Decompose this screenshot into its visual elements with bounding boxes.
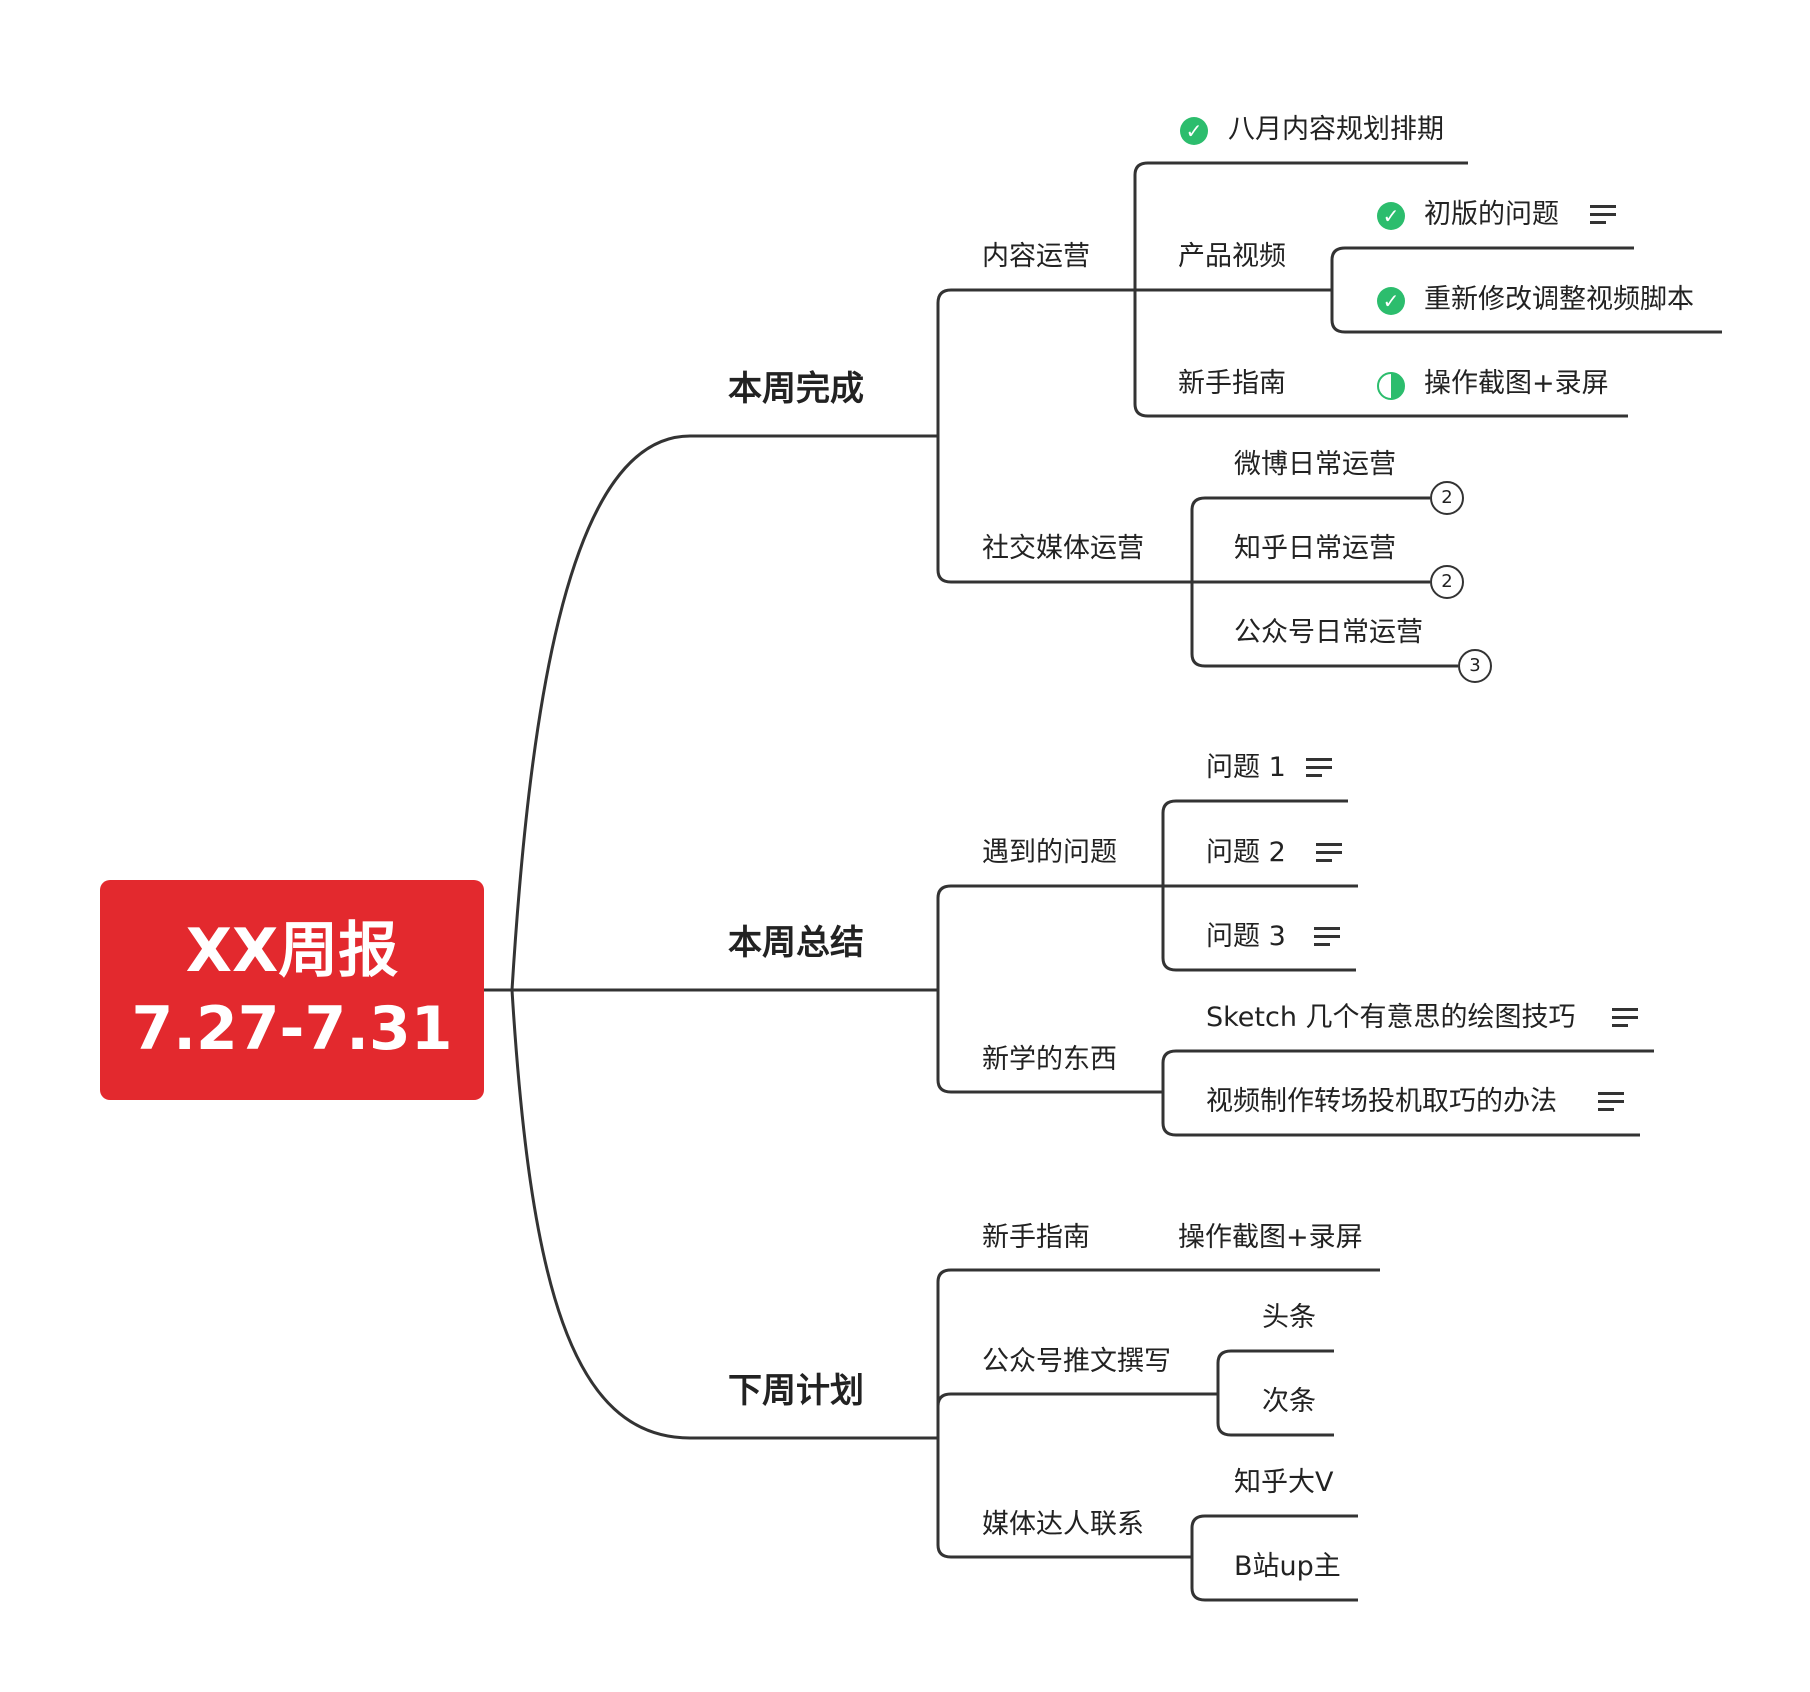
topic-rework-script[interactable]: 重新修改调整视频脚本 — [1424, 284, 1694, 315]
note-lines-icon[interactable] — [1306, 758, 1332, 778]
topic-screenshots[interactable]: 操作截图+录屏 — [1424, 368, 1609, 399]
topic-sketch-tips[interactable]: Sketch 几个有意思的绘图技巧 — [1206, 1002, 1576, 1033]
topic-aug-plan[interactable]: 八月内容规划排期 — [1228, 114, 1444, 145]
count-badge-wechat[interactable]: 3 — [1458, 649, 1492, 683]
root-topic[interactable]: XX周报 7.27-7.31 — [100, 880, 484, 1100]
topic-problem-1[interactable]: 问题 1 — [1206, 752, 1286, 783]
check-circle-icon: ✓ — [1377, 202, 1405, 230]
topic-zhihu-kol[interactable]: 知乎大V — [1234, 1467, 1334, 1498]
note-lines-icon[interactable] — [1612, 1008, 1638, 1028]
topic-wechat[interactable]: 公众号日常运营 — [1234, 617, 1423, 648]
topic-video-transition[interactable]: 视频制作转场投机取巧的办法 — [1206, 1086, 1557, 1117]
note-lines-icon[interactable] — [1316, 843, 1342, 863]
topic-weibo[interactable]: 微博日常运营 — [1234, 449, 1396, 480]
topic-problem-3[interactable]: 问题 3 — [1206, 921, 1286, 952]
topic-problem-2[interactable]: 问题 2 — [1206, 837, 1286, 868]
note-lines-icon[interactable] — [1590, 205, 1616, 225]
topic-bilibili-up[interactable]: B站up主 — [1234, 1551, 1341, 1582]
topic-next-screenshots[interactable]: 操作截图+录屏 — [1178, 1222, 1363, 1253]
count-badge-weibo[interactable]: 2 — [1430, 481, 1464, 515]
note-lines-icon[interactable] — [1314, 927, 1340, 947]
topic-headline[interactable]: 头条 — [1262, 1302, 1316, 1333]
root-date-range: 7.27-7.31 — [131, 994, 453, 1064]
topic-social-ops[interactable]: 社交媒体运营 — [982, 533, 1144, 564]
check-circle-icon: ✓ — [1180, 117, 1208, 145]
topic-learned[interactable]: 新学的东西 — [982, 1044, 1117, 1075]
branch-next[interactable]: 下周计划 — [728, 1371, 864, 1411]
topic-wechat-posts[interactable]: 公众号推文撰写 — [982, 1346, 1171, 1377]
root-title: XX周报 — [185, 916, 399, 986]
topic-zhihu[interactable]: 知乎日常运营 — [1234, 533, 1396, 564]
topic-kol[interactable]: 媒体达人联系 — [982, 1509, 1144, 1540]
branch-done[interactable]: 本周完成 — [728, 369, 864, 409]
topic-content-ops[interactable]: 内容运营 — [982, 241, 1090, 272]
note-lines-icon[interactable] — [1598, 1092, 1624, 1112]
half-circle-icon — [1377, 372, 1405, 400]
topic-newbie-guide[interactable]: 新手指南 — [1178, 368, 1286, 399]
topic-secondary[interactable]: 次条 — [1262, 1386, 1316, 1417]
count-badge-zhihu[interactable]: 2 — [1430, 565, 1464, 599]
branch-summary[interactable]: 本周总结 — [728, 923, 864, 963]
topic-first-issue[interactable]: 初版的问题 — [1424, 199, 1559, 230]
check-circle-icon: ✓ — [1377, 287, 1405, 315]
topic-next-newbie-guide[interactable]: 新手指南 — [982, 1222, 1090, 1253]
topic-problems[interactable]: 遇到的问题 — [982, 837, 1117, 868]
topic-product-video[interactable]: 产品视频 — [1178, 241, 1286, 272]
